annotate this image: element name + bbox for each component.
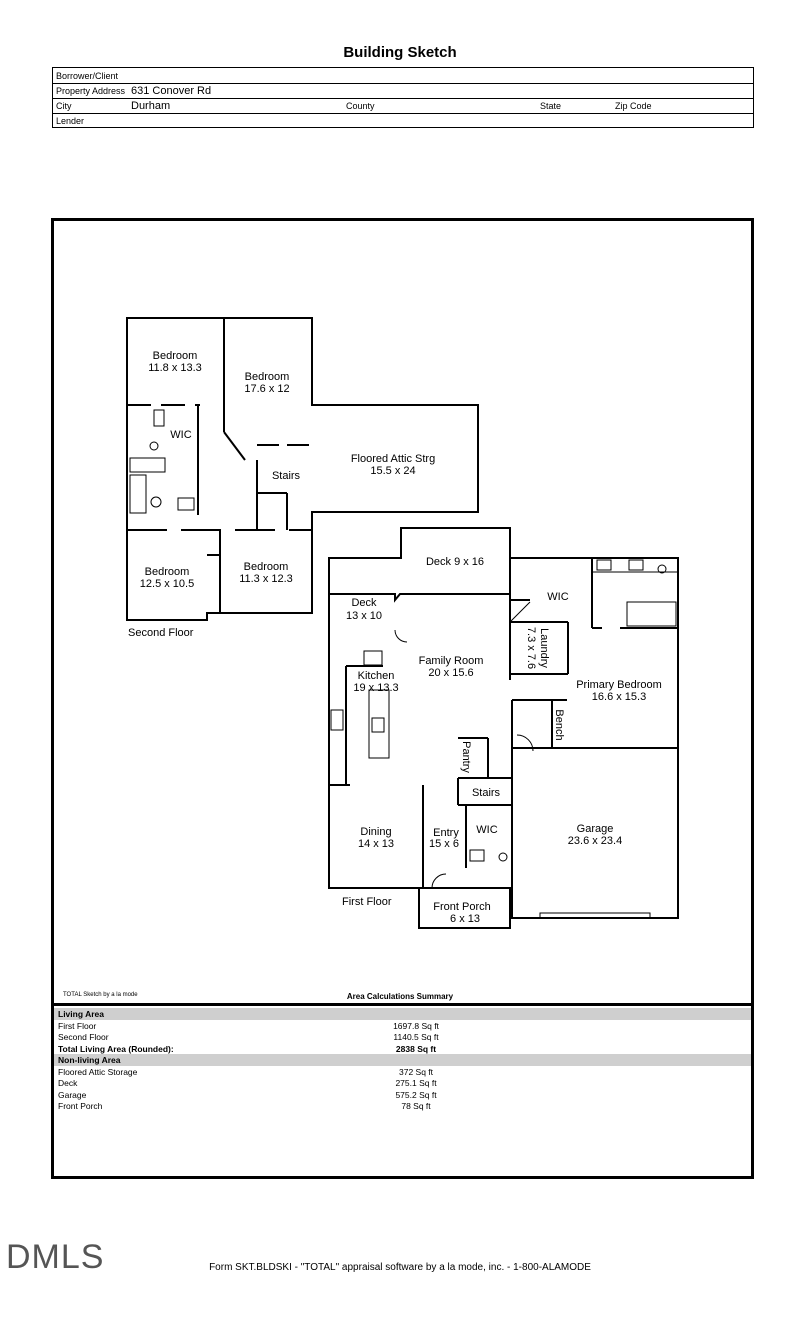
address-label: Property Address	[56, 86, 126, 96]
shower-icon	[129, 474, 147, 514]
city-value: Durham	[131, 100, 171, 112]
dmls-logo: DMLS	[6, 1238, 105, 1276]
room-name: Pantry	[460, 741, 472, 773]
total-living-row: Total Living Area (Rounded): 2838 Sq ft	[58, 1043, 437, 1054]
summary-row: Garage 575.2 Sq ft	[58, 1089, 437, 1100]
room-dim: 14 x 13	[358, 838, 394, 850]
state-label: State	[540, 101, 562, 111]
summary-row: Deck 275.1 Sq ft	[58, 1078, 437, 1088]
room-name: Stairs	[472, 787, 501, 799]
lender-label: Lender	[56, 116, 85, 126]
sink-icon	[596, 559, 612, 571]
page-title: Building Sketch	[343, 44, 457, 61]
borrower-row: Borrower/Client	[53, 68, 753, 84]
room-name: Deck 9 x 16	[426, 556, 484, 568]
toilet-icon	[150, 496, 162, 508]
room-name: Garage	[577, 823, 614, 835]
sink-icon	[628, 559, 644, 571]
room-name: Bench	[553, 709, 565, 740]
room-name: Laundry	[538, 628, 550, 668]
summary-row: Second Floor 1140.5 Sq ft	[58, 1032, 439, 1042]
room-name: WIC	[170, 429, 191, 441]
county-label: County	[346, 101, 375, 111]
form-footer: Form SKT.BLDSKI - "TOTAL" appraisal soft…	[209, 1262, 591, 1273]
room-dim: 16.6 x 15.3	[592, 691, 646, 703]
city-row: City Durham County State Zip Code	[53, 98, 753, 114]
room-name: Family Room	[419, 655, 484, 667]
bathtub-icon	[129, 457, 166, 473]
room-name: Front Porch	[433, 901, 490, 913]
summary-row: Front Porch 78 Sq ft	[58, 1101, 431, 1111]
city-label: City	[56, 101, 72, 111]
sink-icon	[469, 849, 485, 862]
toilet-icon	[498, 852, 508, 862]
stove-icon	[330, 709, 344, 731]
room-dim: 11.8 x 13.3	[148, 362, 202, 374]
toilet-icon	[657, 564, 667, 574]
sketch-frame	[51, 218, 754, 1179]
door-swing	[394, 629, 408, 643]
room-name: Bedroom	[145, 566, 190, 578]
sink-icon	[371, 717, 385, 733]
room-dim: 23.6 x 23.4	[568, 835, 622, 847]
room-name: Floored Attic Strg	[351, 453, 435, 465]
room-name: Bedroom	[244, 561, 289, 573]
zip-label: Zip Code	[615, 101, 652, 111]
area-summary-table: Living Area First Floor 1697.8 Sq ft Sec…	[54, 1008, 751, 1112]
kitchen-island	[368, 689, 390, 759]
room-name: Primary Bedroom	[576, 679, 662, 691]
floor-label: First Floor	[342, 896, 392, 908]
sink-icon	[177, 497, 195, 511]
door-swing	[431, 873, 447, 889]
area-summary-title: Area Calculations Summary	[346, 992, 454, 1001]
room-dim: 15 x 6	[429, 838, 459, 850]
second-floor-outline	[126, 317, 479, 621]
room-dim: 19 x 13.3	[353, 682, 398, 694]
borrower-label: Borrower/Client	[56, 71, 119, 81]
summary-row: First Floor 1697.8 Sq ft	[58, 1020, 439, 1031]
room-labels: Bedroom 11.8 x 13.3 Bedroom 17.6 x 12 WI…	[128, 350, 662, 925]
room-name: WIC	[547, 591, 568, 603]
summary-row: Floored Attic Storage 372 Sq ft	[58, 1066, 434, 1077]
room-dim: 11.3 x 12.3	[239, 573, 293, 585]
lender-row: Lender	[53, 113, 753, 128]
garage-door	[539, 912, 651, 919]
fireplace-icon	[626, 601, 677, 627]
room-dim: 13 x 10	[346, 610, 382, 622]
summary-divider	[52, 1003, 752, 1006]
room-name: Deck	[351, 597, 377, 609]
property-header-table: Borrower/Client Property Address 631 Con…	[52, 67, 754, 128]
fridge-icon	[363, 650, 383, 666]
room-dim: 12.5 x 10.5	[140, 578, 194, 590]
nonliving-area-header: Non-living Area	[54, 1054, 751, 1066]
room-name: Entry	[433, 827, 459, 839]
front-porch-outline	[418, 888, 511, 929]
room-dim: 17.6 x 12	[244, 383, 289, 395]
room-name: Bedroom	[153, 350, 198, 362]
room-name: Dining	[360, 826, 391, 838]
address-row: Property Address 631 Conover Rd	[53, 83, 753, 99]
floor-label: Second Floor	[128, 627, 194, 639]
room-dim: 15.5 x 24	[370, 465, 415, 477]
living-area-header: Living Area	[54, 1008, 751, 1020]
room-dim: 6 x 13	[450, 913, 480, 925]
deck-wall	[329, 593, 510, 603]
room-dim: 20 x 15.6	[428, 667, 473, 679]
room-name: Bedroom	[245, 371, 290, 383]
room-dim: 7.3 x 7.6	[525, 627, 537, 669]
stairs-diag	[509, 601, 531, 623]
garage-outline	[511, 747, 679, 919]
wall	[223, 431, 246, 461]
room-name: Kitchen	[358, 670, 395, 682]
address-value: 631 Conover Rd	[131, 85, 212, 97]
sink-icon	[153, 409, 165, 427]
toilet-icon	[149, 441, 159, 451]
sketch-credit: TOTAL Sketch by a la mode	[63, 992, 138, 998]
room-name: Stairs	[272, 470, 301, 482]
room-name: WIC	[476, 824, 497, 836]
